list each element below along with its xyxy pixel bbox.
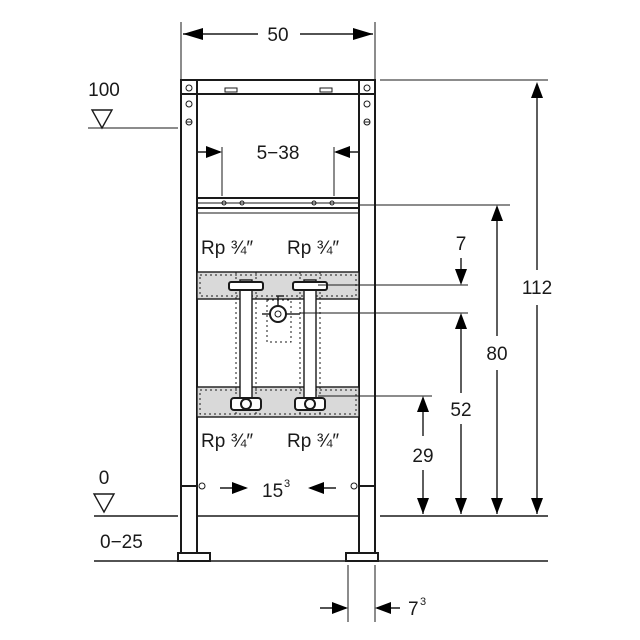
foot-offset-dimension: 7 3 bbox=[320, 565, 426, 622]
foot-offset-superscript: 3 bbox=[420, 596, 426, 608]
left-foot bbox=[180, 485, 198, 556]
width-label: 50 bbox=[267, 25, 288, 46]
right-post bbox=[358, 79, 376, 556]
connection-top-right: Rp ¾″ bbox=[287, 238, 339, 259]
width-dimension: 50 bbox=[180, 22, 376, 80]
offset-7-label: 7 bbox=[456, 234, 467, 255]
vertical-dimensions: 112 80 7 52 29 bbox=[300, 79, 552, 514]
adjust-range: 0−25 bbox=[94, 532, 548, 562]
floor-level-label: 0 bbox=[99, 468, 110, 489]
pipe-spacing-label: 15 bbox=[262, 481, 283, 502]
adjust-range-label: 0−25 bbox=[100, 532, 143, 553]
valve-icon bbox=[269, 305, 287, 323]
height-29-label: 29 bbox=[412, 446, 433, 467]
right-supply-pipe bbox=[303, 279, 317, 409]
total-height-label: 112 bbox=[522, 278, 552, 299]
lower-mounting-plate bbox=[196, 386, 360, 418]
pipe-spacing-dimension: 15 3 bbox=[220, 478, 336, 502]
pipe-spacing-superscript: 3 bbox=[284, 478, 290, 490]
level-100-label: 100 bbox=[88, 80, 120, 101]
connection-bottom-right: Rp ¾″ bbox=[287, 431, 339, 452]
height-52-label: 52 bbox=[450, 400, 471, 421]
level-100-marker: 100 bbox=[88, 80, 178, 130]
left-supply-pipe bbox=[239, 279, 253, 409]
left-post bbox=[180, 79, 198, 556]
connection-bottom-left: Rp ¾″ bbox=[201, 431, 253, 452]
right-foot bbox=[358, 485, 376, 556]
clamp-range-label: 5−38 bbox=[257, 143, 300, 164]
foot-offset-label: 7 bbox=[408, 599, 419, 620]
connection-top-left: Rp ¾″ bbox=[201, 238, 253, 259]
height-80-label: 80 bbox=[486, 344, 507, 365]
frame bbox=[177, 79, 379, 562]
floor-level-marker: 0 bbox=[92, 468, 548, 517]
top-rail bbox=[180, 79, 376, 95]
clamp-range-dimension: 5−38 bbox=[197, 143, 358, 196]
valve-box bbox=[266, 299, 292, 343]
